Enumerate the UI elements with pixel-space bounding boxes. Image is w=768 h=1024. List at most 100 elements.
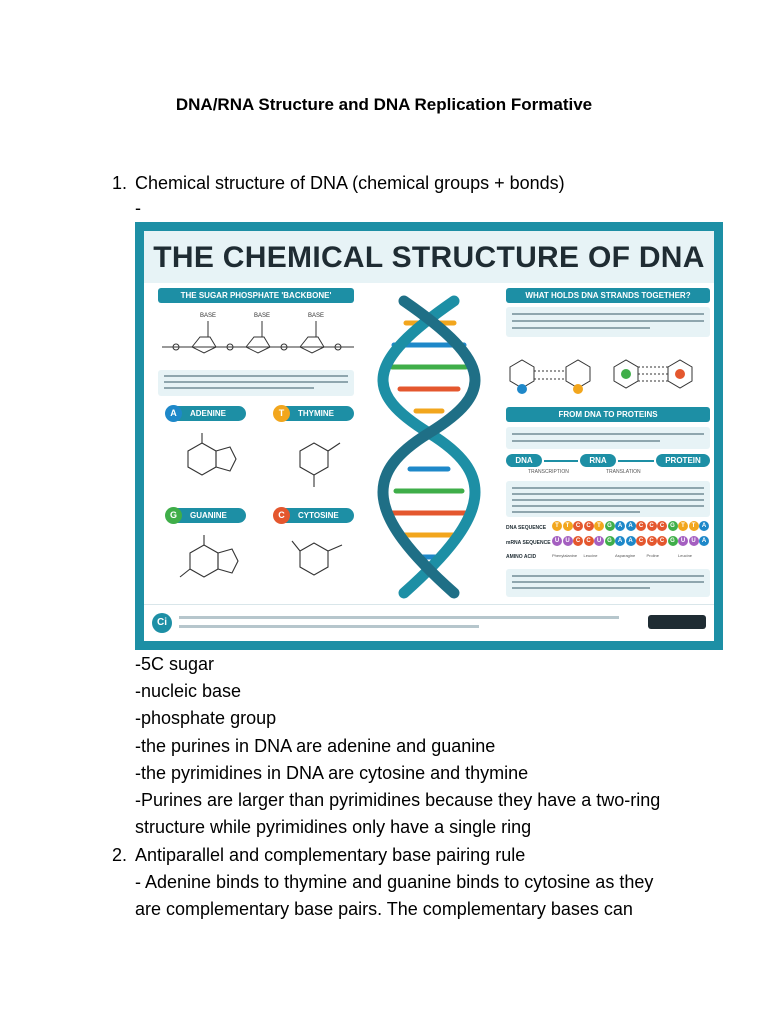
point-size-comparison: -Purines are larger than pyrimidines bec… [135, 790, 661, 810]
adenine-pill: A ADENINE [165, 405, 246, 422]
cytosine-badge: C [273, 507, 290, 524]
adenine-structure [187, 433, 237, 476]
polymerase-note [506, 481, 710, 517]
sequence-base: C [636, 521, 646, 531]
dna-sequence-label: DNA SEQUENCE [506, 525, 547, 531]
sequence-base: A [625, 536, 636, 546]
sugar-phosphate-backbone-diagram: BASE BASE BASE [162, 313, 354, 354]
sequence-base: U [594, 536, 604, 546]
sequence-base: G [604, 521, 615, 531]
sequence-base: A [615, 536, 625, 546]
point-purines: -the purines in DNA are adenine and guan… [135, 736, 496, 756]
pairing-line-1: - Adenine binds to thymine and guanine b… [135, 872, 654, 892]
sequence-base: T [562, 521, 573, 531]
document-title: DNA/RNA Structure and DNA Replication Fo… [175, 95, 593, 114]
sequence-base: A [699, 536, 709, 546]
backbone-heading: THE SUGAR PHOSPHATE 'BACKBONE' [158, 288, 354, 303]
point-phosphate: -phosphate group [135, 708, 277, 728]
flow-arrow-1 [544, 460, 578, 462]
proteins-note [506, 427, 710, 449]
sequence-base: A [699, 521, 709, 531]
flow-protein: PROTEIN [656, 454, 710, 467]
mrna-sequence-label: mRNA SEQUENCE [506, 540, 551, 546]
point-base: -nucleic base [135, 681, 242, 701]
amino-acid-label: AMINO ACID [506, 554, 537, 560]
strands-note [506, 307, 710, 337]
dash-line: - [135, 198, 141, 218]
amino-acid-label: Leucine [583, 553, 598, 558]
sequence-base: T [688, 521, 699, 531]
list-item-2: 2. Antiparallel and complementary base pa… [112, 842, 525, 869]
list-heading: Antiparallel and complementary base pair… [135, 845, 526, 865]
sequence-base: C [646, 536, 657, 546]
sequence-base: C [583, 521, 594, 531]
flow-arrow-2 [618, 460, 654, 462]
dna-infographic: THE CHEMICAL STRUCTURE OF DNA THE SUGAR … [135, 222, 723, 650]
adenine-badge: A [165, 405, 182, 422]
proteins-heading: FROM DNA TO PROTEINS [506, 407, 710, 422]
creative-commons-icon [648, 615, 706, 629]
infographic-header: THE CHEMICAL STRUCTURE OF DNA [144, 231, 714, 283]
amino-acid-label: Asparagine [615, 553, 636, 558]
sequence-base: T [594, 521, 604, 531]
flow-step-transcription: TRANSCRIPTION [528, 469, 569, 475]
double-helix-icon [377, 295, 481, 599]
credit-line [179, 616, 619, 619]
guanine-badge: G [165, 507, 182, 524]
base-label-3: BASE [308, 313, 324, 319]
sequence-base: C [657, 521, 667, 531]
ribosome-note [506, 569, 710, 597]
base-pair-structures [509, 359, 693, 394]
base-label-1: BASE [200, 313, 216, 319]
amino-acid-label: Phenylalanine [552, 553, 578, 558]
amino-acid-label: Leucine [678, 553, 693, 558]
flow-step-translation: TRANSLATION [606, 469, 641, 475]
sequence-base: A [625, 521, 636, 531]
amino-acid-label: Proline [646, 553, 659, 558]
license-line [179, 625, 479, 628]
sequence-base: G [667, 536, 678, 546]
thymine-badge: T [273, 405, 290, 422]
backbone-note [158, 370, 354, 396]
guanine-label: GUANINE [190, 511, 227, 520]
infographic-footer: Ci [144, 604, 714, 641]
sequence-base: C [657, 536, 667, 546]
pairing-line-2: are complementary base pairs. The comple… [135, 899, 633, 919]
point-size-comparison-cont: structure while pyrimidines only have a … [135, 817, 532, 837]
point-sugar: -5C sugar [135, 654, 215, 674]
flow-rna: RNA [580, 454, 616, 467]
sequence-base: T [552, 521, 562, 531]
sequence-base: G [667, 521, 678, 531]
sequence-base: C [573, 521, 583, 531]
list-number: 1. [112, 173, 128, 193]
guanine-structure [179, 535, 239, 578]
guanine-pill: G GUANINE [165, 507, 246, 524]
adenine-label: ADENINE [190, 409, 227, 418]
list-heading: Chemical structure of DNA (chemical grou… [135, 173, 565, 193]
base-label-2: BASE [254, 313, 270, 319]
sequence-base: T [678, 521, 688, 531]
amino-acid-row: Phenylalanine Leucine Asparagine Proline Leu… [552, 553, 712, 563]
list-item-1: 1. Chemical structure of DNA (chemical gr… [112, 170, 565, 197]
cytosine-pill: C CYTOSINE [273, 507, 354, 524]
sequence-base: C [636, 536, 646, 546]
thymine-label: THYMINE [298, 409, 334, 418]
compound-interest-logo: Ci [152, 613, 172, 633]
sequence-base: U [688, 536, 699, 546]
thymine-structure [299, 442, 341, 487]
sequence-base: U [552, 536, 562, 546]
sequence-base: C [583, 536, 594, 546]
sequence-base: A [615, 521, 625, 531]
cytosine-structure [291, 540, 343, 576]
list-number: 2. [112, 845, 128, 865]
infographic-title: THE CHEMICAL STRUCTURE OF DNA [153, 241, 705, 274]
sequence-base: U [678, 536, 688, 546]
strands-heading: WHAT HOLDS DNA STRANDS TOGETHER? [506, 288, 710, 303]
cytosine-label: CYTOSINE [298, 511, 339, 520]
flow-dna: DNA [506, 454, 542, 467]
sequence-base: G [604, 536, 615, 546]
point-pyrimidines: -the pyrimidines in DNA are cytosine and… [135, 763, 529, 783]
sequence-base: C [573, 536, 583, 546]
